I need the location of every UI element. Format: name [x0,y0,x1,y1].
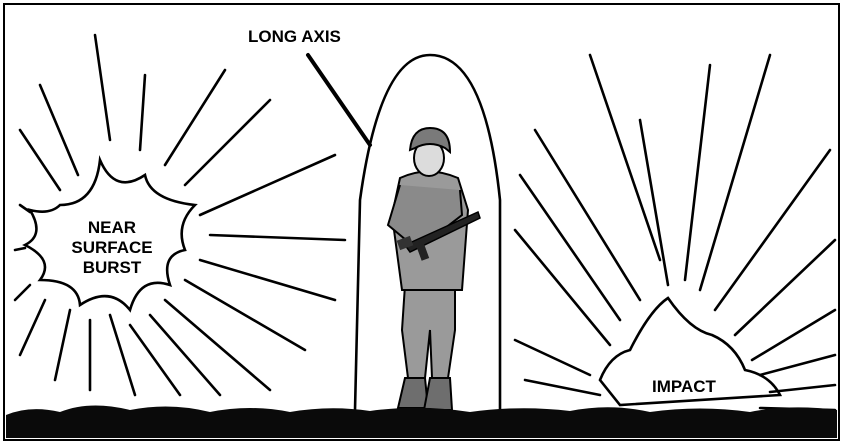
near-surface-burst-group: NEAR SURFACE BURST [15,35,345,395]
soldier-legs [402,285,455,378]
long-axis-label: LONG AXIS [248,27,341,46]
near-burst-label-line3: BURST [83,258,142,277]
soldier-right-boot [424,378,452,410]
near-burst-label-line2: SURFACE [71,238,152,257]
long-axis-group: LONG AXIS [248,27,370,145]
ground [6,405,837,438]
soldier-figure [388,128,480,410]
impact-burst-group: IMPACT [515,55,835,410]
impact-label: IMPACT [652,377,717,396]
soldier-left-boot [398,378,428,408]
long-axis-pointer [308,55,370,145]
near-burst-label-line1: NEAR [88,218,136,237]
